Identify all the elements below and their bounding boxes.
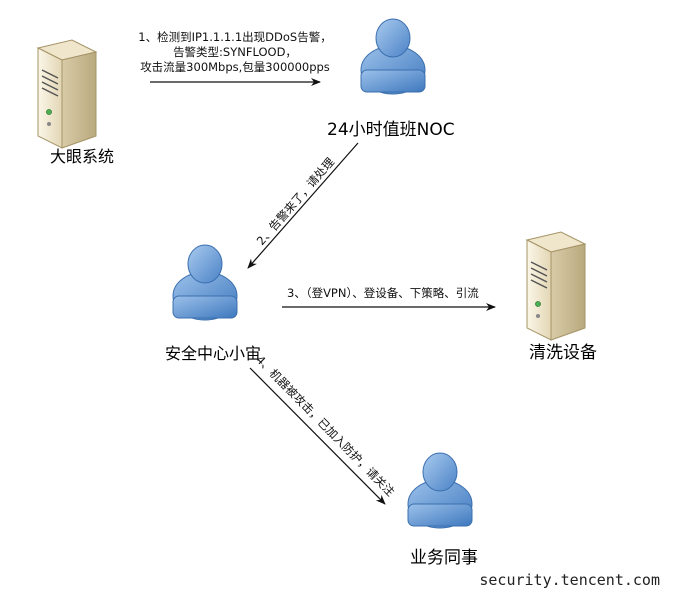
step1-line3: 攻击流量300Mbps,包量300000pps (140, 60, 330, 74)
security-person-icon (172, 244, 238, 321)
dayan-server-icon (37, 39, 97, 149)
dayan-label: 大眼系统 (50, 147, 115, 166)
step1-line1: 1、检测到IP1.1.1.1出现DDoS告警， (138, 30, 332, 44)
step3-text: 3、（登VPN）、登设备、下策略、引流 (287, 286, 479, 300)
noc-person-icon (360, 18, 426, 95)
noc-label: 24小时值班NOC (327, 120, 455, 140)
arrow-step2 (247, 142, 359, 269)
arrow-step4 (249, 367, 386, 505)
security-label: 安全中心小宙 (165, 344, 262, 363)
cleaning-label: 清洗设备 (529, 343, 597, 363)
watermark: security.tencent.com (479, 571, 660, 589)
business-person-icon (407, 452, 473, 529)
business-label: 业务同事 (410, 548, 478, 568)
cleaning-server-icon (526, 231, 586, 341)
step1-line2: 告警类型:SYNFLOOD， (173, 45, 297, 59)
step1-text: 1、检测到IP1.1.1.1出现DDoS告警， 告警类型:SYNFLOOD， 攻… (130, 30, 340, 75)
